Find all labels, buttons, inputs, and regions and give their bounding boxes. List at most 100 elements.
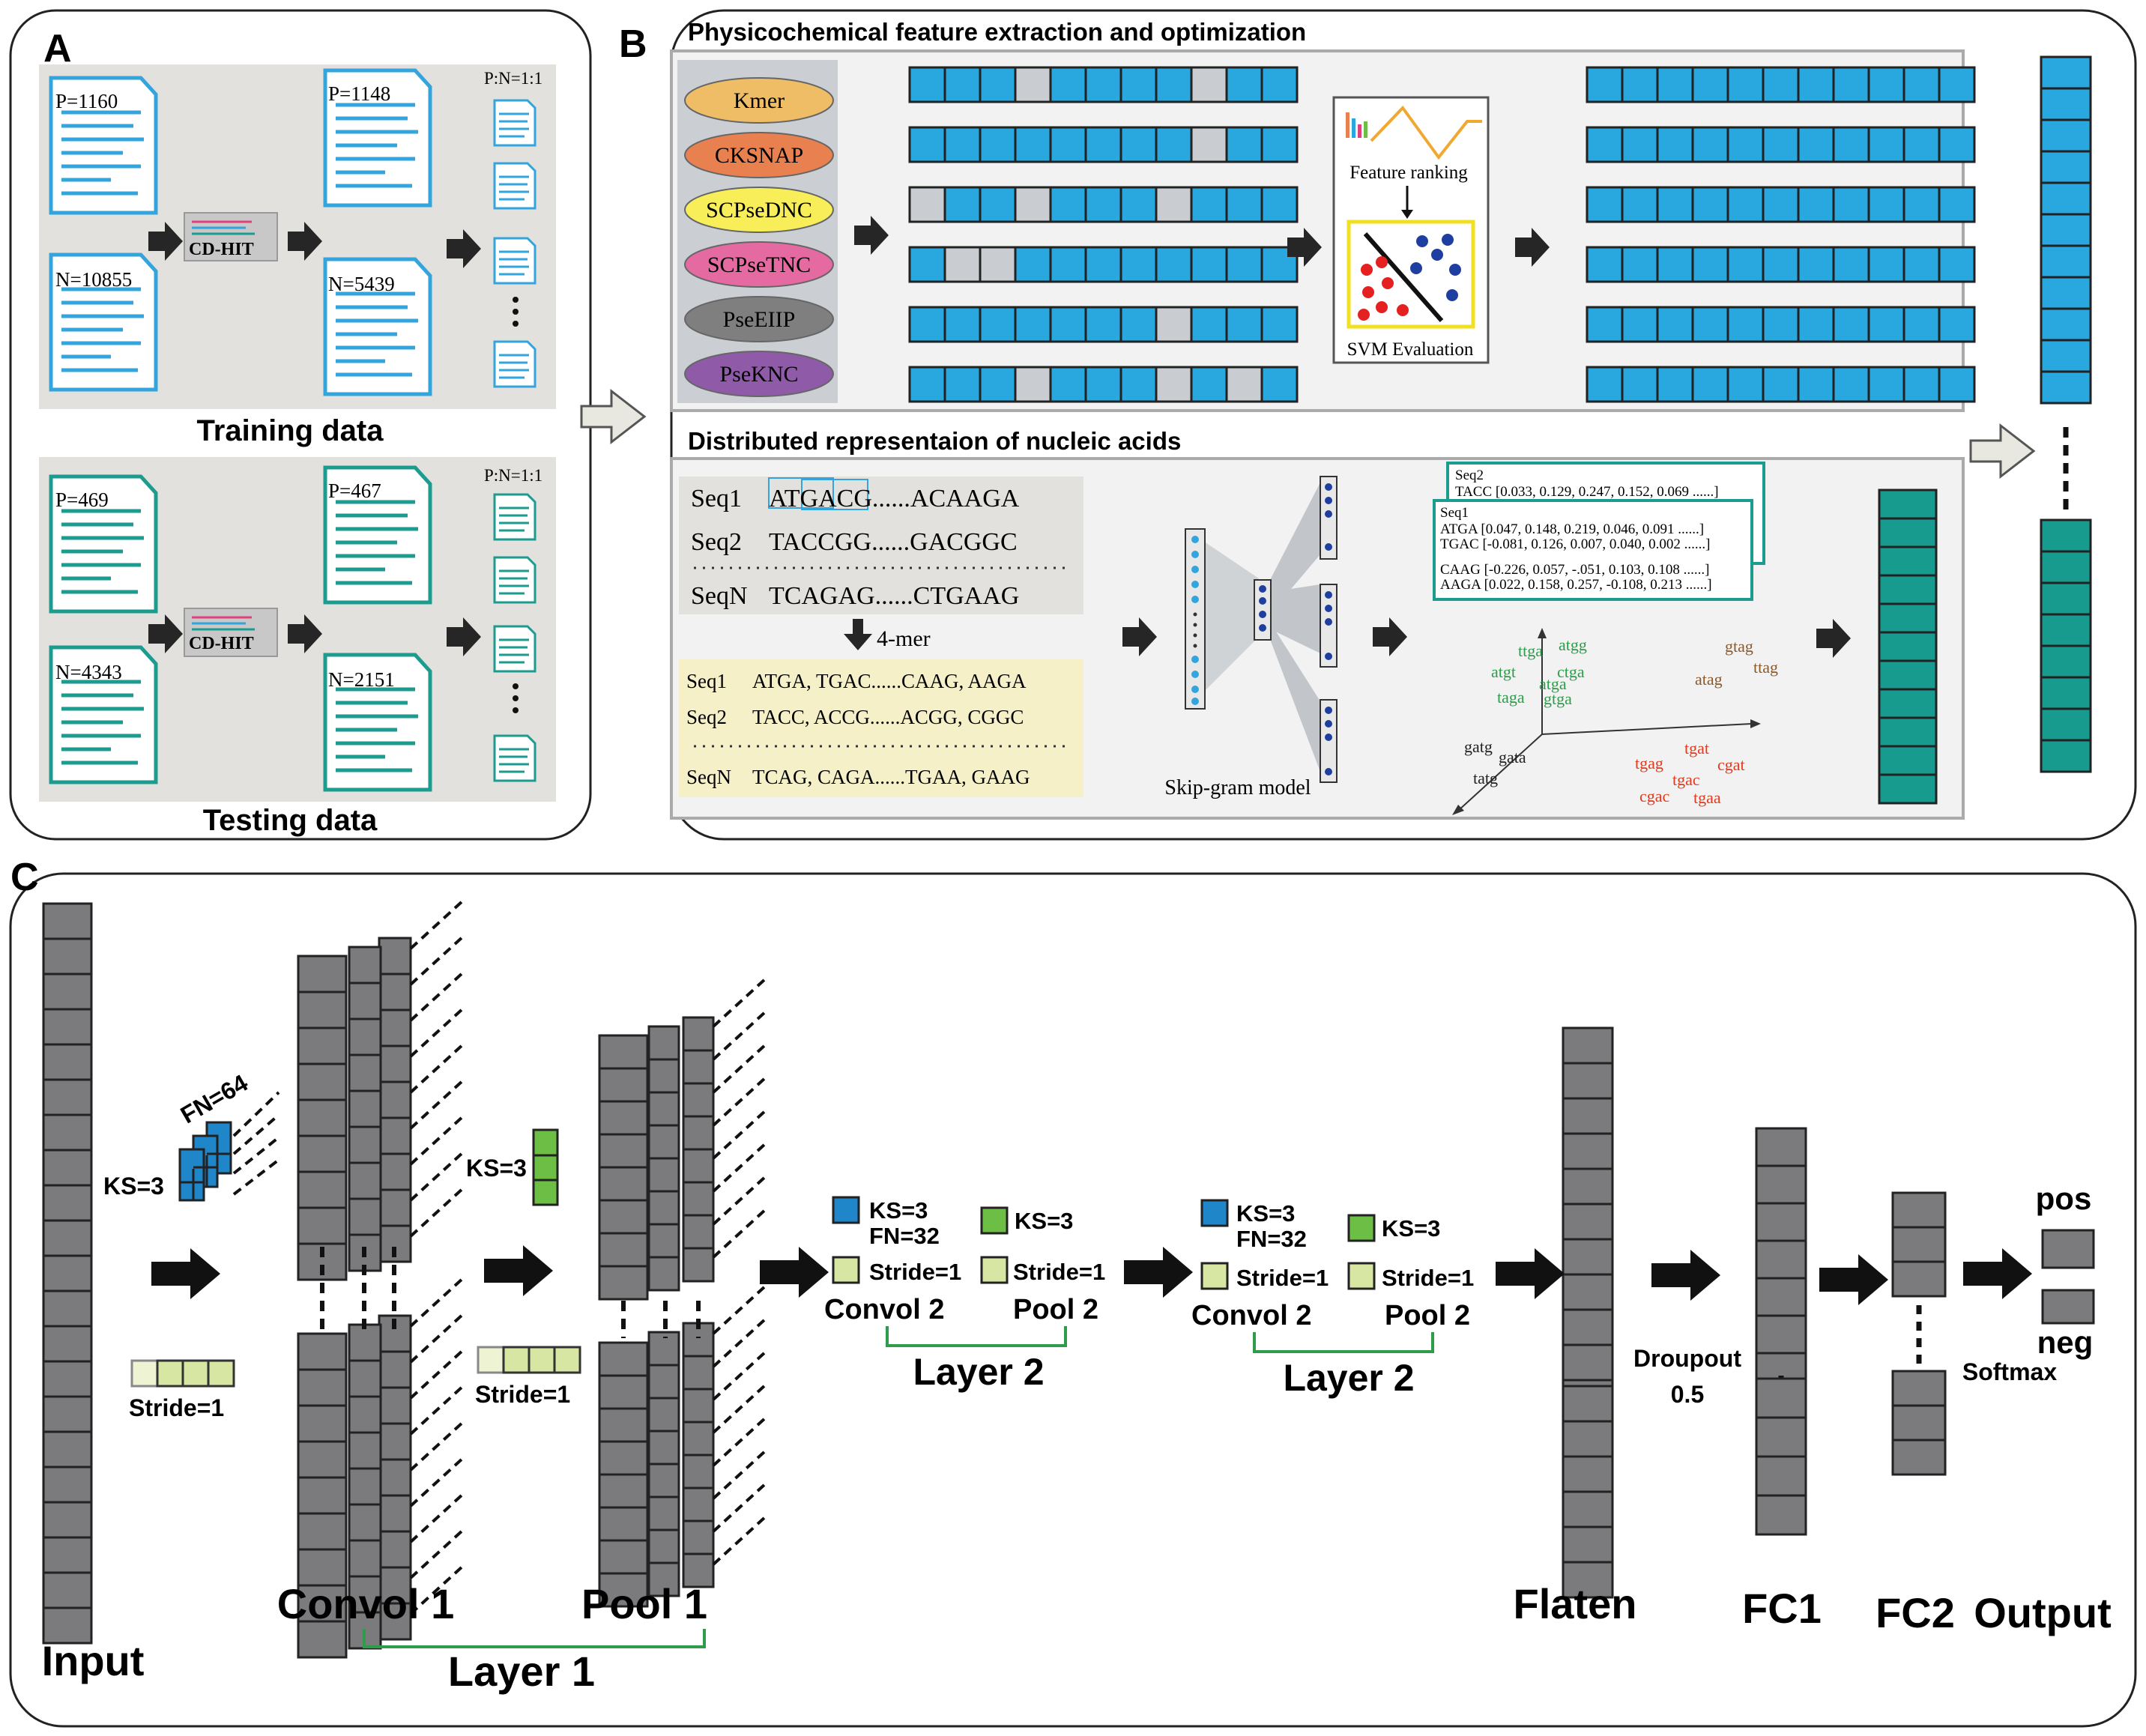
net-cell	[682, 1355, 715, 1391]
vector-cell	[1797, 66, 1835, 103]
vector-cell	[1867, 246, 1905, 283]
net-cell	[598, 1407, 649, 1443]
net-cell	[598, 1166, 649, 1202]
convol1-label: Convol 1	[277, 1580, 454, 1627]
net-cell	[378, 1458, 412, 1497]
vector-cell	[1586, 306, 1624, 343]
vector-cell	[2040, 707, 2092, 742]
vector-cell	[1726, 186, 1765, 223]
net-cell	[647, 1364, 680, 1400]
net-cell	[297, 1404, 348, 1443]
net-cell	[348, 1017, 382, 1056]
layer2b-fn: FN=32	[1236, 1226, 1307, 1252]
vector-cell	[1832, 126, 1870, 163]
panel-c-letter: C	[10, 856, 39, 899]
neg-output-node	[2041, 1289, 2095, 1325]
net-cell	[598, 1067, 649, 1103]
vector-cell	[1049, 186, 1087, 223]
testing-negative-count: N=4343	[55, 661, 122, 683]
vectors-seq2-row: TACC [0.033, 0.129, 0.247, 0.152, 0.069 …	[1455, 484, 1719, 500]
net-cell	[297, 991, 348, 1029]
net-cell	[1562, 1385, 1614, 1423]
vector-cell	[1938, 126, 1976, 163]
vector-cell	[1691, 186, 1729, 223]
vector-cell	[1832, 306, 1870, 343]
vector-cell	[1190, 126, 1228, 163]
training-positive-filtered-count: P=1148	[328, 82, 390, 105]
vector-cell	[1225, 366, 1263, 403]
embedding-word: atgt	[1491, 662, 1516, 681]
vector-cell	[1691, 126, 1729, 163]
net-cell	[297, 1332, 348, 1371]
net-cell	[682, 1421, 715, 1457]
vector-cell	[943, 126, 982, 163]
vector-cell	[1656, 306, 1694, 343]
kmer-row-n: SeqN TCAG, CAGA......TGAA, GAAG	[686, 766, 1030, 788]
vector-cell	[1225, 126, 1263, 163]
vector-cell	[1902, 366, 1941, 403]
net-cell	[1562, 1238, 1614, 1276]
net-cell	[378, 1350, 412, 1389]
net-cell	[1755, 1202, 1807, 1242]
net-cell	[1755, 1416, 1807, 1458]
vector-cell	[908, 186, 946, 223]
vector-cell	[979, 306, 1017, 343]
kmer-row-1: Seq1 ATGA, TGAC......CAAG, AAGA	[686, 670, 1027, 692]
net-cell	[42, 1043, 93, 1081]
vector-cell	[2040, 181, 2092, 216]
pool1-feature-map	[647, 1331, 680, 1597]
down-arrow-icon	[844, 619, 872, 650]
embedding-word: atag	[1695, 670, 1723, 689]
net-cell	[378, 1386, 412, 1425]
embedding-vector	[1878, 489, 1938, 805]
vector-cell	[1726, 126, 1765, 163]
vector-cell	[2040, 550, 2092, 584]
optimized-feature-vector	[1586, 366, 1976, 403]
embedding-word: atga	[1539, 674, 1567, 693]
physico-title: Physicochemical feature extraction and o…	[688, 18, 1306, 46]
net-cell	[378, 1422, 412, 1461]
net-cell	[1562, 1097, 1614, 1135]
vector-cell	[908, 66, 946, 103]
net-cell	[42, 1113, 93, 1152]
net-cell	[682, 1115, 715, 1151]
optimized-feature-vector	[1586, 126, 1976, 163]
embedding-word: ttag	[1753, 658, 1778, 677]
net-cell	[348, 1395, 382, 1434]
net-cell	[42, 1078, 93, 1116]
panel-b-letter: B	[619, 22, 647, 66]
vector-cell	[943, 186, 982, 223]
seq-row-n: SeqN TCAGAG......CTGAAG	[691, 582, 1019, 610]
vector-cell	[1832, 186, 1870, 223]
net-cell	[1562, 1455, 1614, 1493]
vector-cell	[1867, 186, 1905, 223]
embedding-word: gata	[1499, 748, 1526, 766]
ks3-label: KS=3	[103, 1173, 164, 1200]
training-caption: Training data	[197, 414, 384, 447]
net-cell	[682, 1552, 715, 1588]
vector-cell	[1797, 246, 1835, 283]
vector-cell	[1878, 716, 1938, 748]
vector-cell	[1084, 366, 1122, 403]
vector-cell	[1586, 186, 1624, 223]
net-cell	[42, 1325, 93, 1363]
net-cell	[1562, 1420, 1614, 1458]
feature-vector	[908, 66, 1299, 103]
net-cell	[598, 1572, 649, 1608]
vectors-seq1-row-4: AAGA [0.022, 0.158, 0.257, -0.108, 0.213…	[1440, 577, 1712, 593]
net-cell	[1755, 1127, 1807, 1167]
vector-cell	[1190, 366, 1228, 403]
net-cell	[297, 1134, 348, 1173]
vector-cell	[1691, 246, 1729, 283]
net-cell	[1562, 1308, 1614, 1346]
vector-cell	[1119, 66, 1158, 103]
pos-label: pos	[2036, 1181, 2092, 1216]
net-cell	[1891, 1370, 1947, 1407]
testing-caption: Testing data	[203, 804, 378, 837]
vector-cell	[908, 126, 946, 163]
vector-cell	[1656, 366, 1694, 403]
vectors-seq1-row-2: TGAC [-0.081, 0.126, 0.007, 0.040, 0.002…	[1440, 536, 1710, 552]
testing-positive-count: P=469	[55, 489, 109, 511]
net-cell	[348, 1161, 382, 1200]
vector-cell	[1190, 186, 1228, 223]
